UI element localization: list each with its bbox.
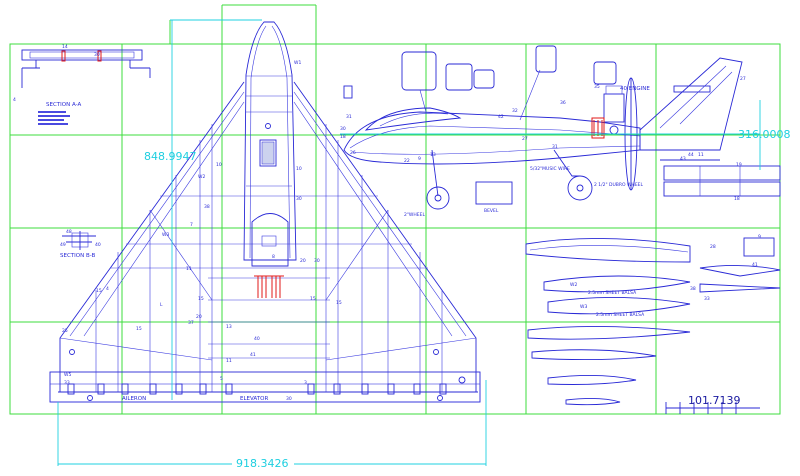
sheet-grid xyxy=(9,4,781,415)
svg-text:W3: W3 xyxy=(580,304,587,310)
side-height-dimension: 316.0008 xyxy=(738,128,791,141)
svg-text:15: 15 xyxy=(336,300,342,306)
svg-text:30: 30 xyxy=(286,396,292,402)
bevel-label: BEVEL xyxy=(484,208,499,214)
svg-text:4: 4 xyxy=(13,97,16,103)
svg-text:14: 14 xyxy=(62,44,68,50)
svg-text:W1: W1 xyxy=(294,60,301,66)
span-dimension: 918.3426 xyxy=(236,457,289,470)
balsa-w3-label: 2.5mm SHEET BALSA xyxy=(596,312,645,318)
svg-text:38: 38 xyxy=(690,286,696,292)
svg-text:30: 30 xyxy=(340,126,346,132)
main-wheel-label: 2 1/2" DUBRO WHEEL xyxy=(594,182,644,188)
engine-label: 40 ENGINE xyxy=(620,86,650,92)
svg-text:18: 18 xyxy=(340,134,346,140)
svg-text:42: 42 xyxy=(498,114,504,120)
engine-mount xyxy=(591,85,625,139)
scale-bar-dimension: 101.7139 xyxy=(688,394,741,407)
svg-text:40: 40 xyxy=(95,242,101,248)
svg-text:27: 27 xyxy=(740,76,746,82)
svg-text:9: 9 xyxy=(758,234,761,240)
svg-text:15: 15 xyxy=(136,326,142,332)
nose-gear-marker xyxy=(254,275,284,298)
svg-text:30: 30 xyxy=(314,258,320,264)
svg-text:9: 9 xyxy=(418,156,421,162)
svg-text:26: 26 xyxy=(350,150,356,156)
svg-text:49: 49 xyxy=(60,242,66,248)
svg-text:10: 10 xyxy=(216,162,222,168)
svg-text:5: 5 xyxy=(220,376,223,382)
svg-text:19: 19 xyxy=(736,162,742,168)
svg-text:44: 44 xyxy=(688,152,694,158)
svg-text:31: 31 xyxy=(552,144,558,150)
svg-text:48: 48 xyxy=(66,229,72,235)
svg-text:W3: W3 xyxy=(162,232,169,238)
svg-text:11: 11 xyxy=(698,152,704,158)
section-aa-title: SECTION A-A xyxy=(46,102,81,108)
svg-text:13: 13 xyxy=(226,324,232,330)
aileron-label: AILERON xyxy=(122,396,146,402)
svg-text:28: 28 xyxy=(710,244,716,250)
dimension-lines xyxy=(57,19,761,466)
svg-text:7: 7 xyxy=(190,222,193,228)
svg-text:20: 20 xyxy=(196,314,202,320)
top-view-delta-wing: AILERON ELEVATOR 30 W5 33 W1 W2 W3 38 10… xyxy=(49,21,481,403)
length-dimension: 848.9947 xyxy=(144,150,197,163)
svg-text:37: 37 xyxy=(188,320,194,326)
side-view-fuselage: 40 ENGINE 2"WHEEL 2 1/2" DUBRO WHEEL 5/3… xyxy=(340,45,781,218)
svg-text:8: 8 xyxy=(272,254,275,260)
svg-text:L: L xyxy=(160,302,163,308)
svg-text:35: 35 xyxy=(594,84,600,90)
svg-text:15: 15 xyxy=(198,296,204,302)
front-wheel-label: 2"WHEEL xyxy=(404,212,425,218)
svg-text:11: 11 xyxy=(226,358,232,364)
svg-text:10: 10 xyxy=(296,166,302,172)
svg-text:3: 3 xyxy=(304,380,307,386)
svg-text:4: 4 xyxy=(106,286,109,292)
svg-text:W2: W2 xyxy=(570,282,577,288)
svg-text:31: 31 xyxy=(346,114,352,120)
svg-text:W5: W5 xyxy=(64,372,71,378)
svg-text:38: 38 xyxy=(204,204,210,210)
svg-text:20: 20 xyxy=(300,258,306,264)
svg-text:18: 18 xyxy=(734,196,740,202)
svg-text:41: 41 xyxy=(752,262,758,268)
svg-text:W2: W2 xyxy=(198,174,205,180)
music-wire-label: 5/32"MUSIC WIRE xyxy=(530,166,570,172)
svg-text:33: 33 xyxy=(64,380,70,386)
section-aa-detail: 14 30 4 SECTION A-A xyxy=(13,44,151,125)
svg-text:43: 43 xyxy=(680,156,686,162)
section-bb-title: SECTION B-B xyxy=(60,253,96,259)
svg-text:27: 27 xyxy=(522,136,528,142)
elevator-label: ELEVATOR xyxy=(240,396,268,402)
svg-text:32: 32 xyxy=(512,108,518,114)
svg-text:40: 40 xyxy=(254,336,260,342)
section-bb-detail: 48 49 40 SECTION B-B xyxy=(60,229,101,259)
svg-text:30: 30 xyxy=(296,196,302,202)
svg-text:22: 22 xyxy=(404,158,410,164)
parts-sheet: 28 9 41 W2 2.5mm SHEET BALSA W3 2.5mm SH… xyxy=(525,234,781,406)
svg-text:15: 15 xyxy=(96,288,102,294)
svg-text:11: 11 xyxy=(186,266,192,272)
balsa-w2-label: 2.5mm SHEET BALSA xyxy=(588,290,637,296)
svg-text:30: 30 xyxy=(94,52,100,58)
svg-text:15: 15 xyxy=(310,296,316,302)
hinge-blocks xyxy=(67,349,466,401)
svg-text:13: 13 xyxy=(430,152,436,158)
svg-text:36: 36 xyxy=(560,100,566,106)
svg-text:33: 33 xyxy=(704,296,710,302)
svg-text:41: 41 xyxy=(250,352,256,358)
svg-text:25: 25 xyxy=(62,328,68,334)
